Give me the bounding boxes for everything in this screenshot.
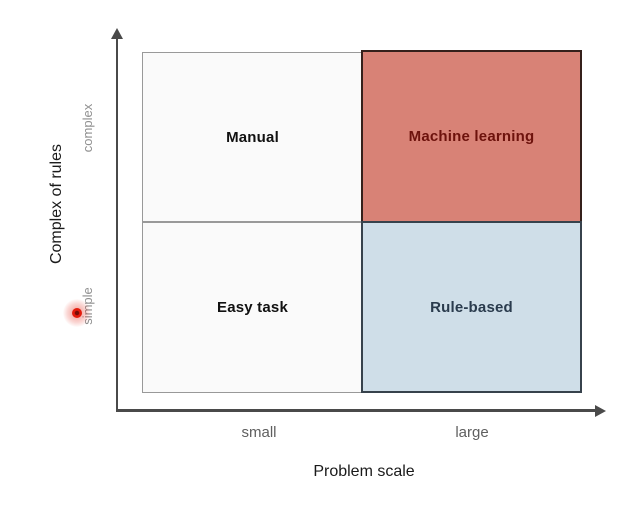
x-axis-arrow-right-icon — [595, 405, 606, 417]
x-axis-tick-small: small — [241, 424, 277, 441]
x-axis-line — [116, 409, 596, 412]
y-axis-title: Complex of rules — [48, 143, 65, 265]
quadrant-easy-task-label: Easy task — [216, 299, 289, 316]
quadrant-manual: Manual — [142, 52, 363, 222]
y-axis-arrow-up-icon — [111, 28, 123, 39]
x-axis-tick-large: large — [455, 424, 489, 441]
quadrant-rule-based-label: Rule-based — [430, 298, 513, 316]
y-axis-tick-complex: complex — [80, 103, 95, 153]
quadrant-machine-learning: Machine learning — [361, 50, 582, 223]
quadrant-machine-learning-label: Machine learning — [408, 128, 535, 145]
y-axis-line — [116, 36, 118, 411]
x-axis-title: Problem scale — [313, 463, 415, 480]
quadrant-manual-label: Manual — [226, 128, 279, 146]
click-indicator-dot — [72, 308, 82, 318]
quadrant-rule-based: Rule-based — [361, 221, 582, 393]
quadrant-easy-task: Easy task — [142, 222, 363, 393]
